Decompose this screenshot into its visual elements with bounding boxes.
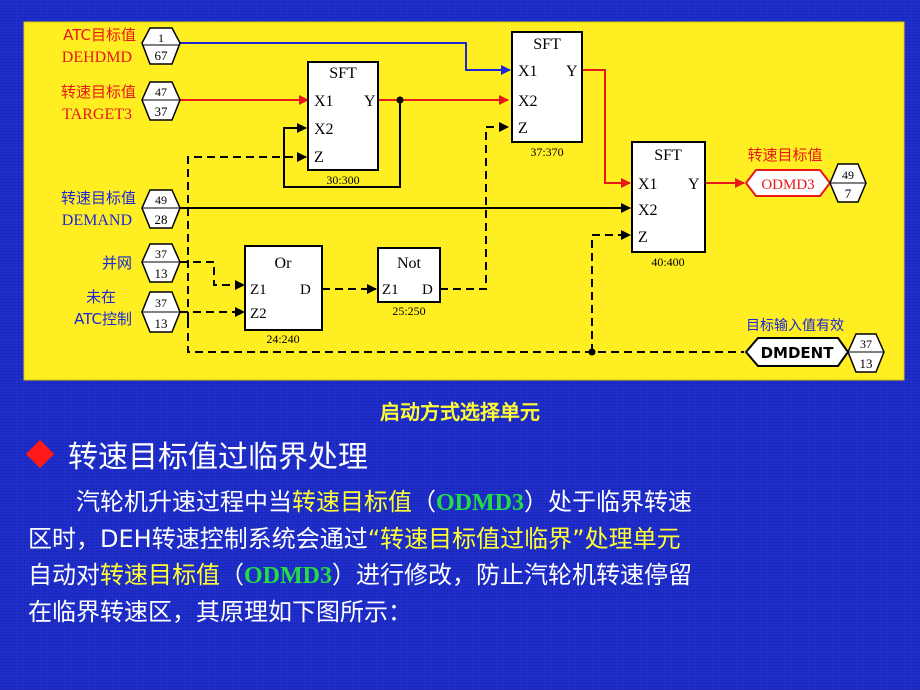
- output-dmdent: DMDENT: [744, 337, 850, 367]
- port-label: X2: [638, 202, 658, 219]
- paragraph-line: 在临界转速区，其原理如下图所示：: [28, 594, 904, 630]
- text-run: 汽轮机升速过程中当: [76, 488, 292, 516]
- block-id: 40:400: [651, 255, 684, 269]
- block-title: Not: [397, 255, 422, 272]
- tag-top: 49: [155, 193, 167, 207]
- block-title: SFT: [654, 147, 682, 164]
- text-run: （: [220, 561, 244, 589]
- input-label: TARGET3: [62, 106, 132, 123]
- input-label: ATC目标值: [63, 26, 136, 44]
- port-label: Y: [688, 176, 700, 193]
- block-id: 30:300: [326, 173, 359, 187]
- tag-notatc: 37 13: [141, 291, 181, 333]
- heading-text: 转速目标值过临界处理: [68, 440, 368, 475]
- port-label: Z: [638, 229, 648, 246]
- text-run: 自动对: [28, 561, 100, 589]
- tag-bottom: 28: [155, 212, 168, 227]
- highlight-code: ODMD3: [436, 490, 524, 516]
- tag-top: 47: [155, 85, 167, 99]
- block-title: Or: [275, 255, 293, 272]
- port-label: Z1: [250, 282, 267, 298]
- output-odmd3: ODMD3: [744, 169, 832, 197]
- output-name: ODMD3: [761, 177, 814, 193]
- output-caption: 转速目标值: [747, 146, 822, 164]
- wire-feedback: [283, 100, 401, 188]
- text-run: ）进行修改，防止汽轮机转速停留: [331, 561, 692, 589]
- port-label: X2: [518, 93, 538, 110]
- tag-bottom: 37: [155, 104, 169, 119]
- wire-grid: [180, 261, 245, 290]
- tag-odmd3: 49 7: [829, 163, 867, 203]
- text-run: 区时，DEH转速控制系统会通过: [28, 525, 368, 553]
- diagram-caption: 启动方式选择单元: [380, 400, 540, 424]
- section-heading: 转速目标值过临界处理: [24, 432, 368, 476]
- sft3-block: SFT X1 Y X2 Z 40:400: [631, 141, 706, 269]
- highlight-term: “转速目标值过临界”处理单元: [367, 525, 681, 553]
- tag-bottom: 13: [860, 356, 873, 371]
- block-title: SFT: [533, 36, 561, 53]
- tag-target: 47 37: [141, 81, 181, 121]
- paragraph-line: 汽轮机升速过程中当转速目标值（ODMD3）处于临界转速: [28, 484, 904, 521]
- sft2-block: SFT X1 Y X2 Z 37:370: [511, 31, 583, 159]
- tag-atc: 1 67: [141, 27, 181, 65]
- wire-atc: [180, 42, 511, 75]
- wire-dmdent: [187, 320, 744, 353]
- output-name: DMDENT: [761, 344, 835, 362]
- tag-top: 37: [860, 337, 872, 351]
- port-label: X1: [314, 93, 334, 110]
- port-label: D: [300, 282, 311, 298]
- logic-diagram: SFT X1 Y X2 Z 30:300 SFT X1 Y X2 Z 37:37…: [23, 21, 905, 381]
- input-label: DEMAND: [62, 212, 132, 229]
- block-id: 25:250: [392, 304, 425, 318]
- port-label: Z2: [250, 306, 267, 322]
- text-run: ）处于临界转速: [523, 488, 692, 516]
- tag-bottom: 67: [155, 48, 169, 63]
- port-label: Z1: [382, 282, 399, 298]
- or-block: Or Z1 D Z2 24:240: [244, 245, 323, 346]
- tag-top: 1: [158, 31, 164, 45]
- tag-grid: 37 13: [141, 243, 181, 283]
- highlight-code: ODMD3: [244, 563, 332, 589]
- input-label: 转速目标值: [61, 83, 136, 101]
- input-label: ATC控制: [74, 310, 132, 328]
- tag-bottom: 13: [155, 266, 168, 281]
- highlight-term: 转速目标值: [292, 488, 412, 516]
- tag-bottom: 13: [155, 316, 168, 331]
- body-paragraph: 汽轮机升速过程中当转速目标值（ODMD3）处于临界转速 区时，DEH转速控制系统…: [28, 484, 904, 630]
- wire-sft2-y: [582, 69, 631, 188]
- text-run: （: [412, 488, 436, 516]
- tag-top: 37: [155, 296, 167, 310]
- wire-dmdent-z: [591, 230, 631, 352]
- tag-top: 49: [842, 168, 854, 182]
- diamond-bullet-icon: [25, 439, 55, 469]
- port-label: X2: [314, 121, 334, 138]
- tag-dmdent: 37 13: [847, 333, 885, 373]
- input-label: 未在: [86, 288, 116, 306]
- input-label: DEHDMD: [62, 49, 132, 66]
- port-label: Y: [566, 63, 578, 80]
- highlight-term: 转速目标值: [100, 561, 220, 589]
- port-label: Z: [518, 120, 528, 137]
- port-label: X1: [518, 63, 538, 80]
- tag-demand: 49 28: [141, 189, 181, 229]
- port-label: D: [422, 282, 433, 298]
- block-id: 24:240: [266, 332, 299, 346]
- tag-bottom: 7: [845, 186, 852, 201]
- text-run: 在临界转速区，其原理如下图所示：: [28, 598, 412, 626]
- block-id: 37:370: [530, 145, 563, 159]
- port-label: Z: [314, 149, 324, 166]
- sft1-block: SFT X1 Y X2 Z 30:300: [307, 61, 379, 187]
- not-block: Not Z1 D 25:250: [377, 247, 441, 318]
- paragraph-line: 自动对转速目标值（ODMD3）进行修改，防止汽轮机转速停留: [28, 557, 904, 594]
- block-title: SFT: [329, 65, 357, 82]
- input-label: 并网: [102, 254, 132, 272]
- wire-dash-top: [187, 152, 307, 320]
- port-label: X1: [638, 176, 658, 193]
- tag-top: 37: [155, 247, 167, 261]
- paragraph-line: 区时，DEH转速控制系统会通过“转速目标值过临界”处理单元: [28, 521, 904, 557]
- output-caption: 目标输入值有效: [746, 318, 844, 334]
- input-label: 转速目标值: [61, 189, 136, 207]
- port-label: Y: [364, 93, 376, 110]
